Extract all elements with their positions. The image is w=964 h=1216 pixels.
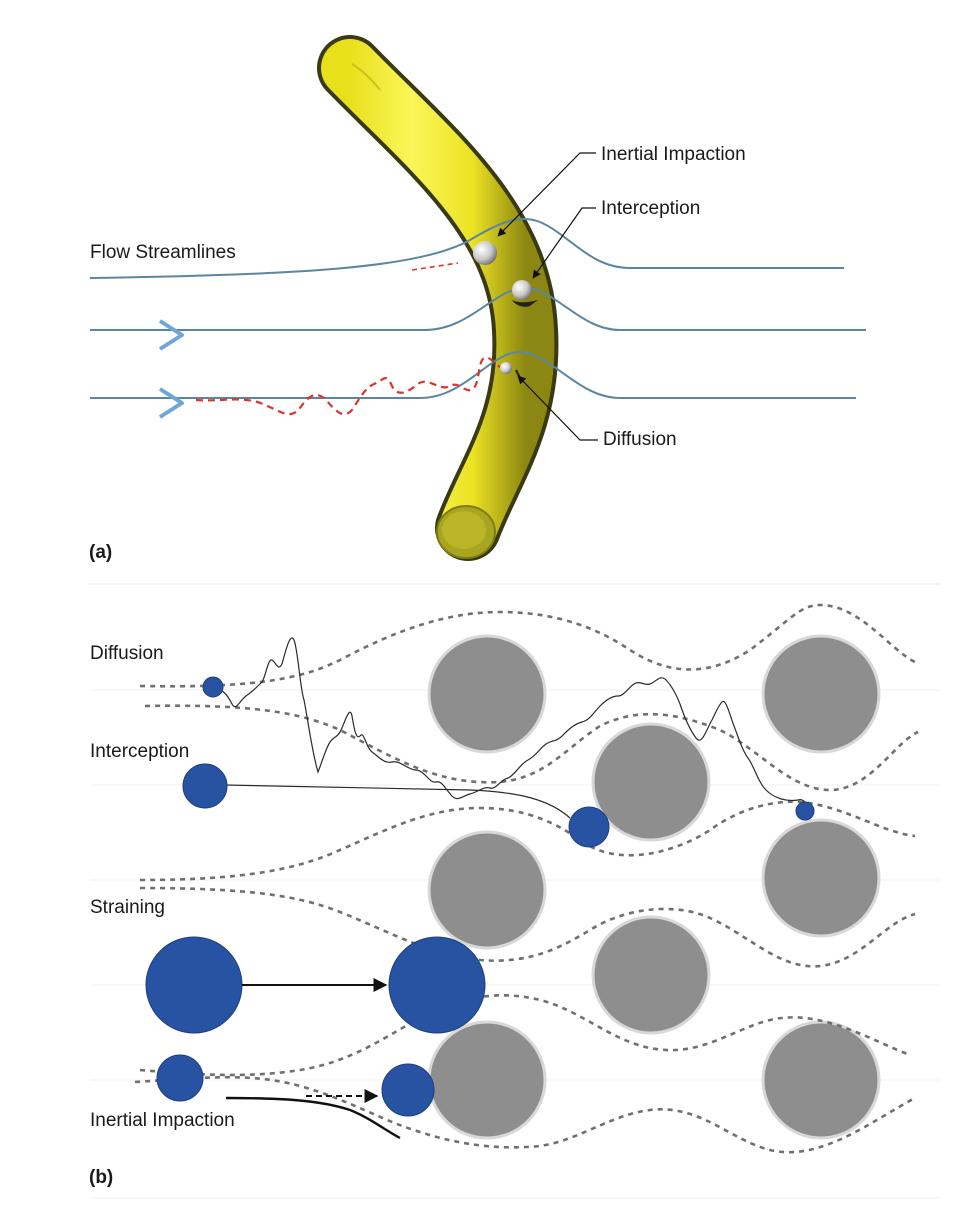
- brownian-trajectory: [195, 356, 503, 416]
- leader-diffusion: [517, 375, 598, 441]
- interception-particle-captured: [568, 806, 610, 848]
- impaction-streamline: [225, 1096, 401, 1140]
- label-interception-b: Interception: [90, 741, 189, 762]
- leader-interception: [532, 207, 596, 279]
- impaction-particle: [473, 241, 497, 265]
- panel-label-b: (b): [89, 1167, 113, 1188]
- diffusion-path: [213, 637, 809, 809]
- streamline-1: [89, 217, 844, 279]
- streamline-3: [90, 350, 856, 399]
- inertial-trajectory: [411, 262, 459, 271]
- impaction-particle-captured: [381, 1063, 435, 1117]
- diffusion-particle-captured: [795, 801, 815, 821]
- flow-arrow-icon: [158, 319, 184, 351]
- flow-arrow-icon: [158, 387, 184, 419]
- straining-particle: [145, 936, 243, 1034]
- label-inertial-impaction-a: Inertial Impaction: [601, 144, 746, 165]
- label-straining: Straining: [90, 897, 165, 918]
- label-diffusion-b: Diffusion: [90, 643, 164, 664]
- flow-line: [139, 603, 916, 688]
- fiber-b: [761, 1020, 881, 1140]
- panel-label-a: (a): [89, 542, 112, 563]
- label-interception-a: Interception: [601, 198, 700, 219]
- fiber-a: [317, 35, 559, 561]
- interception-path: [224, 784, 571, 819]
- label-flow-streamlines: Flow Streamlines: [90, 242, 236, 263]
- panel-b: Diffusion Interception Straining Inertia…: [89, 603, 940, 1199]
- impaction-particle-b: [156, 1054, 204, 1102]
- fiber-b: [427, 634, 547, 754]
- fiber-b: [591, 915, 711, 1035]
- streamline-2: [90, 286, 866, 331]
- fiber-b: [591, 722, 711, 842]
- flow-line: [139, 994, 911, 1077]
- interception-particle-b: [182, 763, 228, 809]
- label-diffusion-a: Diffusion: [603, 429, 677, 450]
- diffusion-particle-b: [202, 676, 224, 698]
- interception-particle: [512, 280, 532, 300]
- flow-line: [144, 704, 919, 792]
- diffusion-particle: [500, 362, 512, 374]
- straining-particle-captured: [388, 936, 486, 1034]
- fiber-b: [761, 818, 881, 938]
- leader-inertial-impaction: [497, 152, 596, 237]
- fiber-b: [427, 1020, 547, 1140]
- fiber-b: [761, 634, 881, 754]
- flow-line: [139, 886, 916, 968]
- label-inertial-impaction-b: Inertial Impaction: [90, 1110, 235, 1131]
- flow-line: [134, 1075, 916, 1154]
- fiber-b: [427, 830, 547, 950]
- panel-a: Flow Streamlines Inertial Impaction Inte…: [89, 35, 866, 563]
